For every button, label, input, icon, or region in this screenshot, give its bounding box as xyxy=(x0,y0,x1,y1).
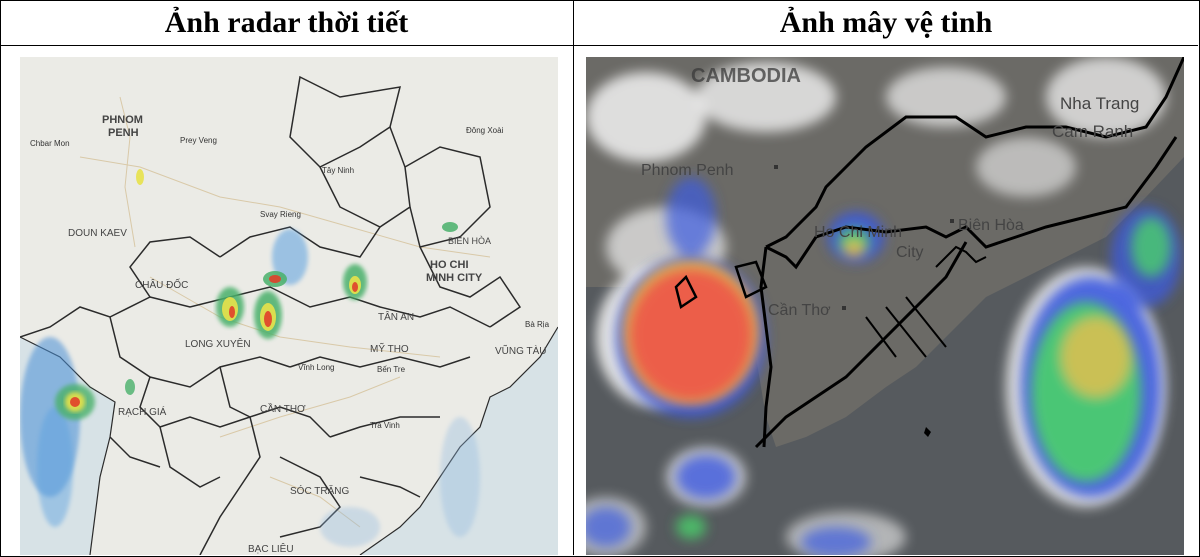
island xyxy=(924,427,931,437)
label-tay-ninh: Tây Ninh xyxy=(322,166,354,175)
label-can-tho: CẦN THƠ xyxy=(260,402,306,415)
label-minh-city: MINH CITY xyxy=(426,272,483,284)
label-doun-kaev: DOUN KAEV xyxy=(68,228,127,239)
label-tan-an: TÂN AN xyxy=(378,310,414,323)
radar-echoes xyxy=(20,169,480,547)
storm-core-red xyxy=(629,269,753,401)
sea-east xyxy=(360,327,558,555)
label-tra-vinh: Trà Vinh xyxy=(370,421,400,430)
label-prey-veng: Prey Veng xyxy=(180,136,217,145)
label-penh: PENH xyxy=(108,127,139,139)
label-my-tho: MỸ THO xyxy=(370,342,409,355)
label-cambodia: CAMBODIA xyxy=(691,65,801,87)
label-ba-ria: Bà Rịa xyxy=(525,320,550,329)
label-ho-chi: HO CHI xyxy=(430,259,469,271)
label-dong-xoai: Đông Xoài xyxy=(466,126,504,135)
label-phnom-penh: Phnom Penh xyxy=(641,162,734,179)
label-ho-chi-minh: Ho Chi Minh xyxy=(814,224,902,241)
label-bien-hoa: BIÊN HÒA xyxy=(448,236,491,246)
label-phnom: PHNOM xyxy=(102,114,143,126)
header-divider xyxy=(0,45,1198,46)
radar-title: Ảnh radar thời tiết xyxy=(164,6,409,39)
label-chbar-mon: Chbar Mon xyxy=(30,139,70,148)
label-vinh-long: Vĩnh Long xyxy=(298,363,334,372)
radar-map: PHNOM PENH Chbar Mon Prey Veng Đông Xoài… xyxy=(20,57,558,555)
satellite-image-svg: CAMBODIA Phnom Penh Nha Trang Cam Ranh H… xyxy=(586,57,1184,555)
label-nha-trang: Nha Trang xyxy=(1060,94,1139,113)
sat-borders xyxy=(674,57,1184,449)
column-divider xyxy=(573,0,574,555)
sat-labels: CAMBODIA Phnom Penh Nha Trang Cam Ranh H… xyxy=(641,65,1139,319)
label-rach-gia: RẠCH GIÁ xyxy=(118,405,167,418)
label-can-tho-sat: Cần Thơ xyxy=(768,302,831,319)
label-chau-doc: CHÂU ĐỐC xyxy=(135,277,188,291)
dot-bien-hoa xyxy=(950,219,954,223)
map-labels: PHNOM PENH Chbar Mon Prey Veng Đông Xoài… xyxy=(30,114,550,555)
label-bien-hoa-sat: Biên Hòa xyxy=(958,217,1024,234)
satellite-title: Ảnh mây vệ tinh xyxy=(779,6,993,39)
province-boundaries xyxy=(20,75,522,555)
dot-can-tho xyxy=(842,306,846,310)
label-soc-trang: SÓC TRĂNG xyxy=(290,484,349,497)
label-bac-lieu: BẠC LIÊU xyxy=(248,542,294,555)
label-vung-tau: VŨNG TÀU xyxy=(495,344,547,357)
label-cam-ranh: Cam Ranh xyxy=(1052,122,1133,141)
satellite-image: CAMBODIA Phnom Penh Nha Trang Cam Ranh H… xyxy=(586,57,1184,555)
label-svay-rieng: Svay Rieng xyxy=(260,210,301,219)
label-city: City xyxy=(896,244,924,261)
river-mouths xyxy=(865,245,987,358)
dot-phnom-penh xyxy=(774,165,778,169)
radar-map-svg: PHNOM PENH Chbar Mon Prey Veng Đông Xoài… xyxy=(20,57,558,555)
label-ben-tre: Bến Tre xyxy=(377,365,406,374)
label-long-xuyen: LONG XUYÊN xyxy=(185,337,251,350)
